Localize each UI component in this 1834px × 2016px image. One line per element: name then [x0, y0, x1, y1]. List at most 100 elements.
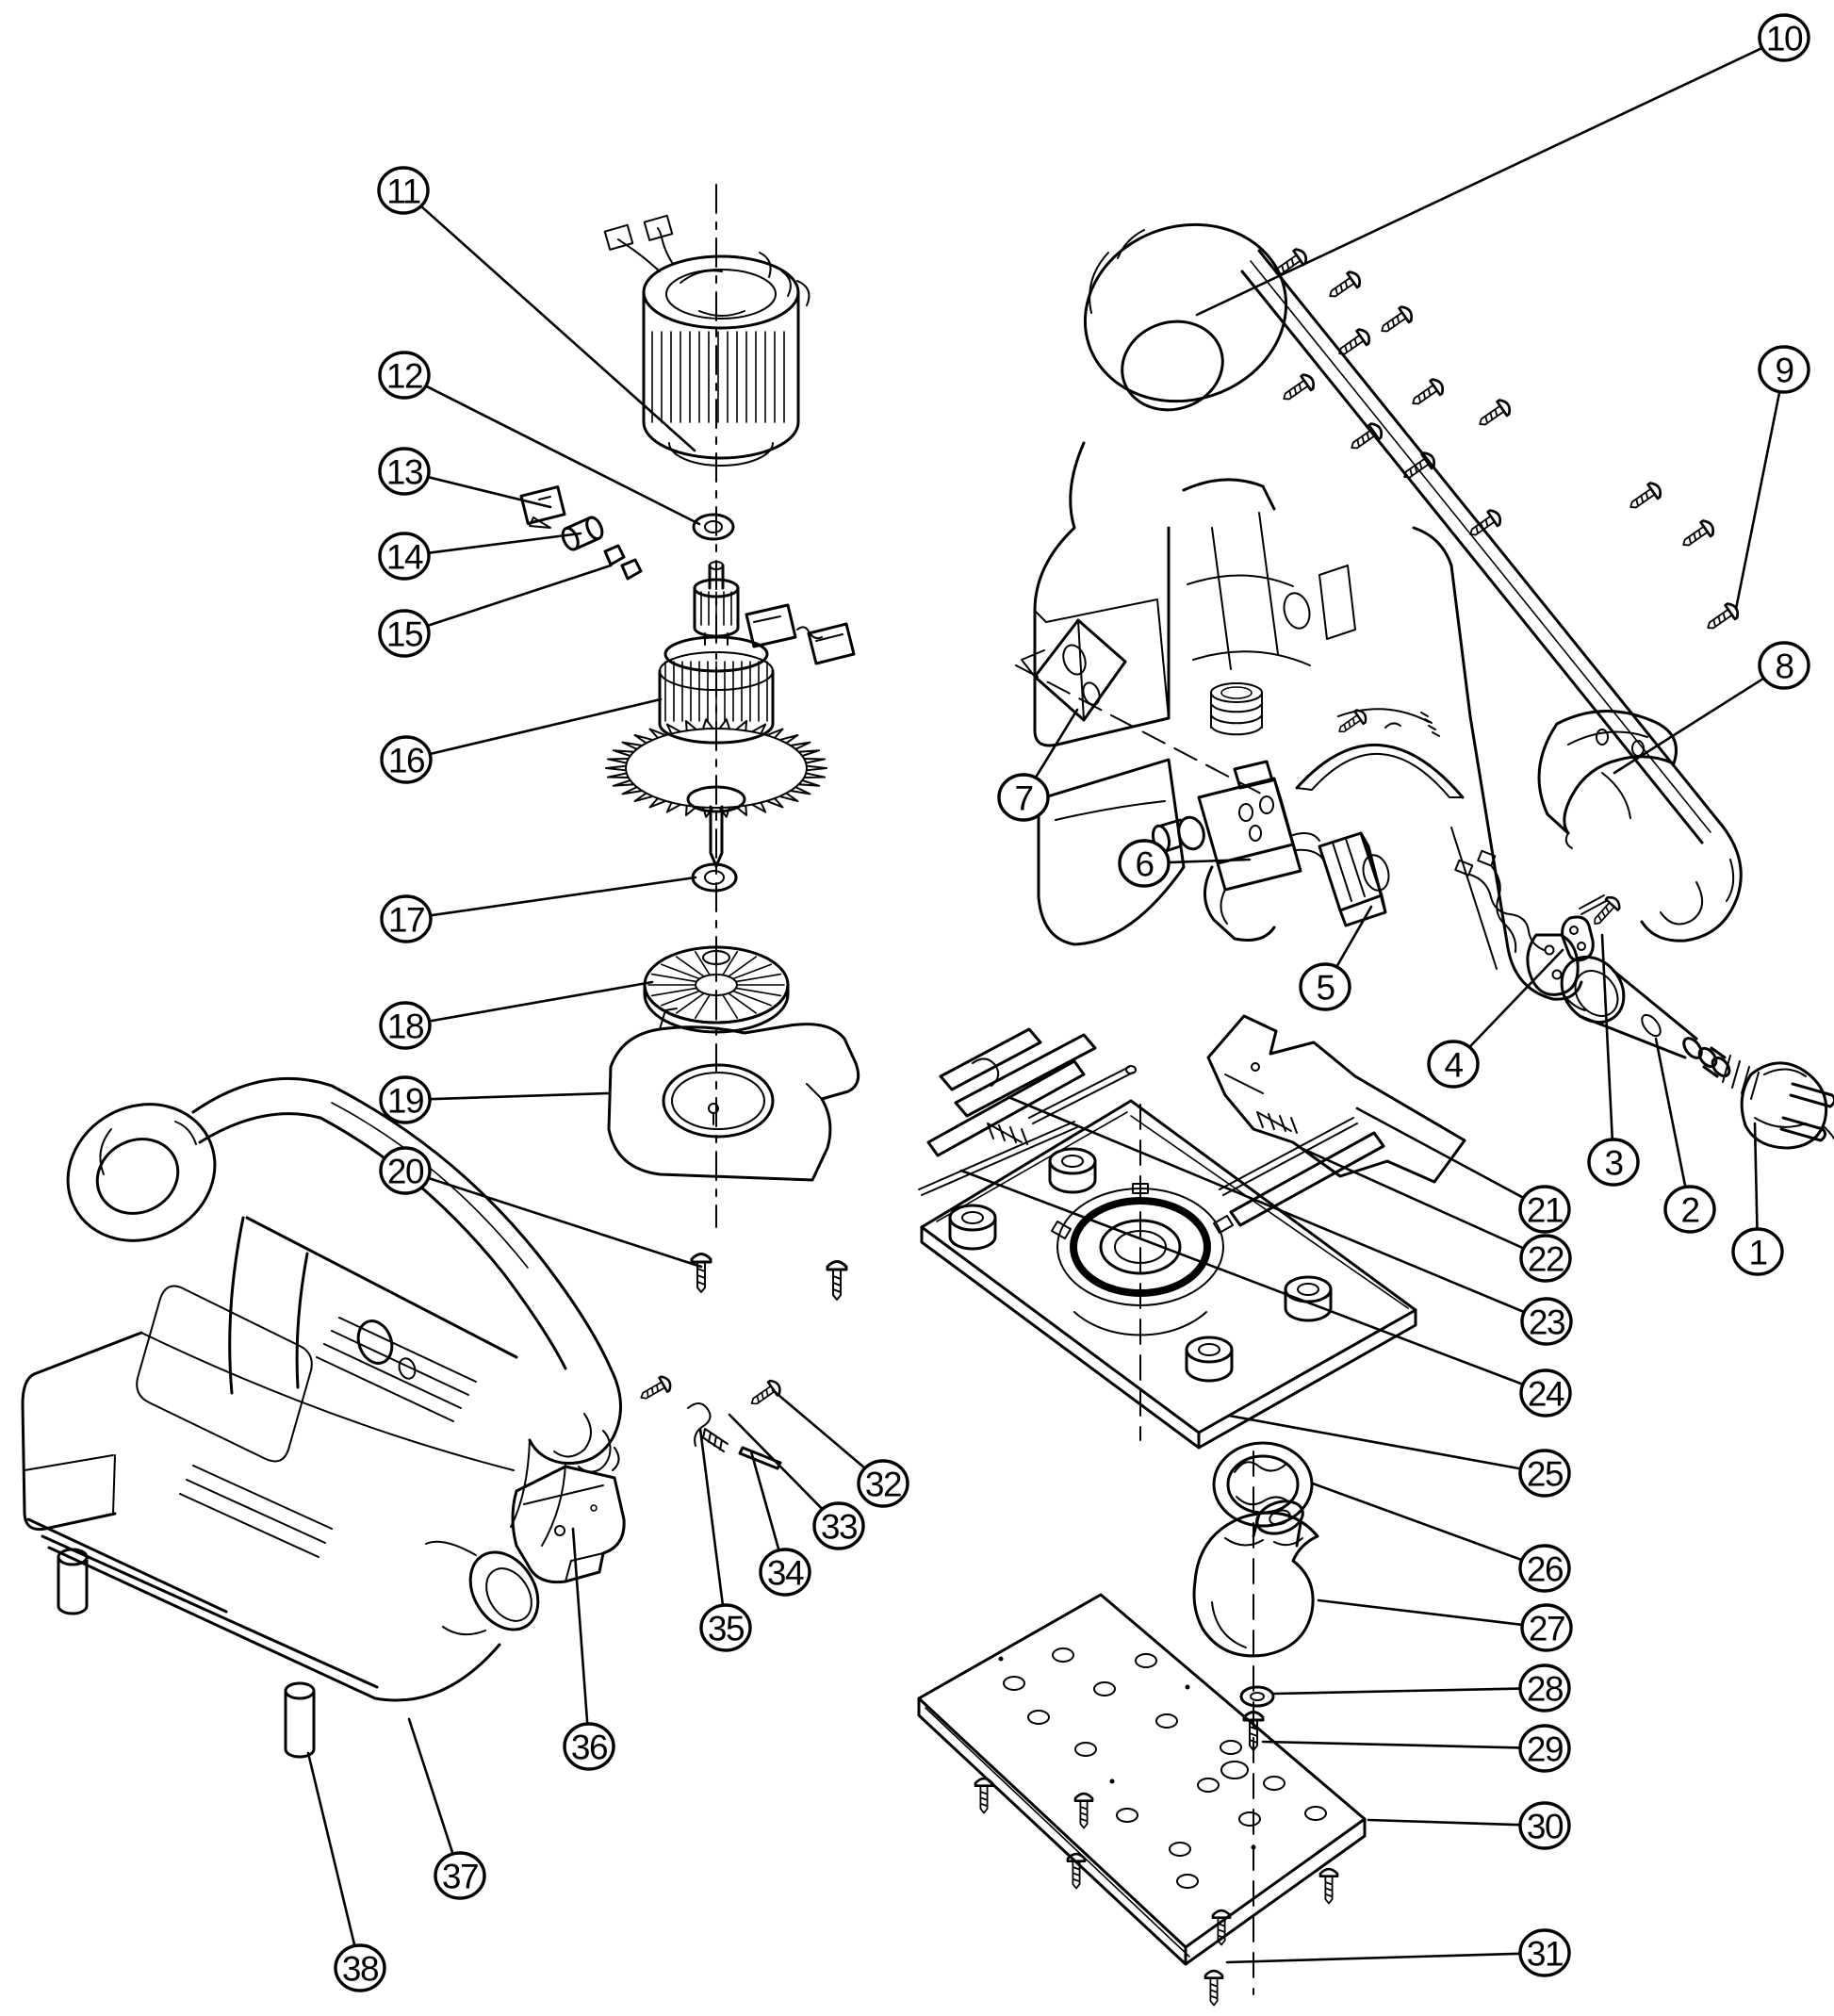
callout-leader-37 — [407, 1717, 454, 1854]
callout-leader-12 — [424, 385, 701, 526]
callout-circle-22 — [1519, 1234, 1572, 1283]
sander-body-part-37 — [21, 1076, 622, 1702]
callout-37: 37 — [407, 1717, 486, 1900]
callout-number-29: 29 — [1527, 1730, 1563, 1769]
callout-circle-29 — [1518, 1724, 1571, 1773]
callout-30: 30 — [1367, 1801, 1571, 1850]
pad-axis-centerlines — [1139, 1104, 1254, 1995]
callout-circle-28 — [1518, 1664, 1571, 1713]
callout-7: 7 — [997, 708, 1079, 822]
callout-circle-38 — [334, 1943, 386, 1992]
callout-22: 22 — [1297, 1145, 1572, 1283]
callout-number-1: 1 — [1748, 1234, 1766, 1272]
callout-circle-24 — [1519, 1369, 1572, 1418]
callout-circle-35 — [699, 1603, 752, 1652]
callout-number-9: 9 — [1775, 352, 1793, 390]
housing-screw — [1333, 325, 1374, 362]
callout-leader-16 — [428, 697, 663, 756]
support-pin-left — [57, 1548, 89, 1615]
support-bracket-part-21 — [1206, 1014, 1466, 1184]
callout-leader-11 — [420, 205, 696, 452]
callout-number-20: 20 — [387, 1153, 424, 1191]
callout-number-16: 16 — [388, 742, 424, 780]
callout-circle-11 — [377, 166, 430, 215]
callout-leader-24 — [959, 1169, 1525, 1386]
connector-part-5 — [1318, 831, 1387, 927]
switch-part-6 — [1151, 760, 1324, 942]
housing-screw — [1701, 599, 1743, 636]
callout-circle-17 — [380, 894, 433, 943]
callout-leader-38 — [306, 1751, 356, 1946]
plate-screws-part-31 — [974, 1777, 1339, 2007]
housing-screw — [1375, 303, 1416, 339]
dust-adapter-part-36 — [511, 1465, 626, 1584]
callout-number-7: 7 — [1014, 779, 1032, 818]
callout-circle-19 — [379, 1075, 432, 1124]
callout-circle-27 — [1520, 1603, 1573, 1652]
callout-number-10: 10 — [1766, 20, 1803, 58]
callout-number-23: 23 — [1529, 1303, 1564, 1342]
callout-leader-6 — [1167, 858, 1252, 864]
callout-leader-28 — [1272, 1687, 1522, 1696]
callout-circle-23 — [1520, 1297, 1573, 1346]
callout-leader-31 — [1225, 1952, 1522, 1964]
callout-leader-19 — [428, 1091, 610, 1101]
callout-number-11: 11 — [386, 172, 419, 211]
callout-28: 28 — [1272, 1664, 1571, 1713]
sanding-plate-part-30 — [917, 1593, 1367, 1966]
callout-5: 5 — [1299, 905, 1373, 1011]
baffle-screws-part-20 — [690, 1253, 848, 1302]
housing-screw — [1406, 375, 1448, 412]
pad-support-plate-part-25 — [920, 1099, 1417, 1450]
callout-23: 23 — [1007, 1095, 1573, 1346]
callout-number-13: 13 — [386, 453, 422, 492]
callout-circle-26 — [1518, 1544, 1571, 1593]
callout-number-19: 19 — [387, 1082, 423, 1121]
rear-grip-cover-part-8 — [1537, 710, 1678, 849]
callout-2: 2 — [1654, 1037, 1716, 1234]
callout-leader-33 — [728, 1413, 824, 1510]
callout-number-38: 38 — [342, 1950, 378, 1989]
lower-bearing-part-17 — [691, 862, 738, 893]
callout-circle-37 — [434, 1851, 486, 1900]
callout-leader-20 — [427, 1176, 703, 1269]
callout-circle-20 — [379, 1146, 432, 1195]
housing-screw — [1677, 516, 1718, 553]
plate-screw — [1204, 1969, 1224, 2007]
housing-screw — [1624, 479, 1665, 516]
callout-35: 35 — [698, 1427, 752, 1652]
callout-leader-26 — [1311, 1482, 1523, 1562]
callout-20: 20 — [379, 1146, 703, 1269]
callout-34: 34 — [749, 1450, 811, 1597]
callout-number-2: 2 — [1680, 1191, 1698, 1230]
callout-circle-33 — [812, 1501, 865, 1550]
pad-springs — [987, 1111, 1298, 1145]
callout-26: 26 — [1311, 1482, 1571, 1593]
callout-13: 13 — [378, 447, 552, 509]
callout-leader-10 — [1195, 46, 1763, 317]
callout-number-37: 37 — [442, 1858, 478, 1896]
upper-bearing-part-12 — [692, 513, 735, 541]
callout-number-31: 31 — [1527, 1935, 1563, 1974]
callout-number-6: 6 — [1135, 845, 1153, 884]
callout-12: 12 — [378, 351, 701, 526]
callout-leader-4 — [1468, 948, 1564, 1048]
housing-screw — [1277, 370, 1318, 407]
callout-19: 19 — [379, 1075, 610, 1124]
callout-leader-1 — [1753, 1122, 1759, 1229]
callout-leader-36 — [571, 1527, 589, 1724]
hinge-axis-dashed — [1015, 664, 1262, 795]
callout-number-14: 14 — [386, 538, 423, 577]
callout-9: 9 — [1734, 345, 1810, 611]
washer-part-28 — [1239, 1685, 1275, 1708]
callout-leader-22 — [1297, 1145, 1525, 1250]
callout-14: 14 — [378, 532, 582, 581]
callout-number-25: 25 — [1527, 1455, 1564, 1494]
callout-number-28: 28 — [1527, 1670, 1563, 1709]
callout-number-15: 15 — [386, 615, 423, 654]
callout-leader-3 — [1600, 933, 1614, 1139]
dust-flap-part-7 — [1021, 618, 1127, 722]
callout-31: 31 — [1225, 1928, 1571, 1977]
field-terminals-parts-13-14-15 — [519, 485, 643, 581]
